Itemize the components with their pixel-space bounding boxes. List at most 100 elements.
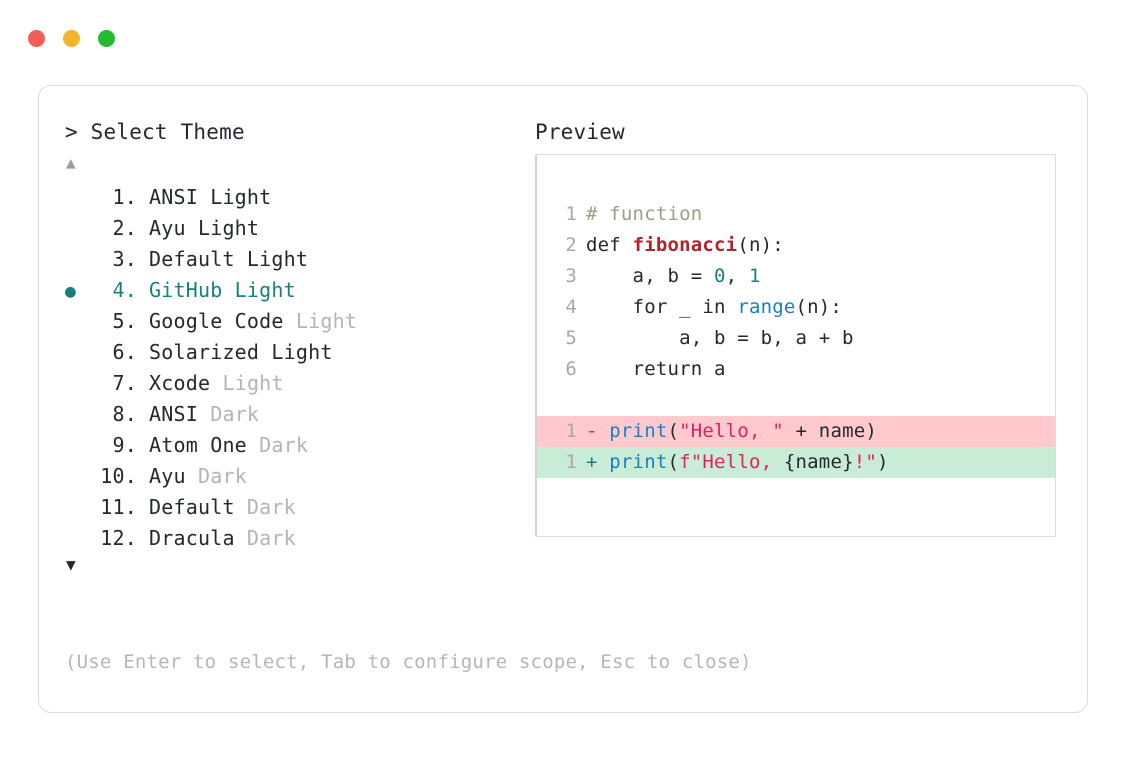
theme-item-variant: Dark (197, 402, 260, 426)
theme-item-index: 10. (100, 464, 137, 488)
code-token-plain: ( (667, 451, 680, 473)
window-titlebar (28, 30, 115, 47)
theme-item-index: 4. (112, 278, 137, 302)
code-token-plain: def (586, 234, 633, 256)
line-number: 5 (565, 327, 577, 349)
code-source: def fibonacci(n): (577, 230, 784, 261)
maximize-dot[interactable] (98, 30, 115, 47)
code-token-str: "Hello, " (679, 420, 784, 442)
line-number: 1 (565, 451, 577, 473)
theme-item-name: Google Code (149, 309, 284, 333)
theme-item-index: 8. (112, 402, 137, 426)
line-number: 1 (565, 420, 577, 442)
minimize-dot[interactable] (63, 30, 80, 47)
diff-sign-gap (598, 451, 610, 473)
theme-list-item[interactable]: 9.Atom One Dark (65, 430, 535, 461)
code-token-builtin: range (737, 296, 796, 318)
theme-item-name: Ayu Light (149, 216, 260, 240)
theme-item-index: 12. (100, 526, 137, 550)
theme-item-variant: Light (210, 371, 284, 395)
theme-item-name: Ayu (149, 464, 186, 488)
theme-list-item[interactable]: 10. Ayu Dark (65, 461, 535, 492)
theme-item-index: 5. (112, 309, 137, 333)
theme-list: 1. ANSI Light 2. Ayu Light 3. Default Light ● 4… (65, 182, 535, 554)
theme-list-item[interactable]: 12. Dracula Dark (65, 523, 535, 554)
line-number: 2 (565, 234, 577, 256)
code-token-plain: return a (586, 358, 726, 380)
code-token-str: f"Hello, (679, 451, 784, 473)
scroll-down-arrow[interactable]: ▼ (66, 555, 76, 574)
line-number: 4 (565, 296, 577, 318)
theme-item-name: ANSI (149, 402, 198, 426)
selected-bullet-icon: ● (65, 281, 76, 302)
code-token-plain: a, b = b, a + b (586, 327, 854, 349)
theme-list-item[interactable]: 1. ANSI Light (65, 182, 535, 213)
preview-label: Preview (535, 120, 625, 144)
theme-list-item[interactable]: 8. ANSI Dark (65, 399, 535, 430)
theme-item-name: Default (149, 495, 235, 519)
theme-item-variant: Dark (234, 526, 296, 550)
code-source: return a (577, 354, 726, 385)
code-line: 1 # function (537, 199, 1055, 230)
theme-item-variant: Dark (185, 464, 247, 488)
code-line: 5 a, b = b, a + b (537, 323, 1055, 354)
code-token-builtin: print (609, 451, 668, 473)
diff-sign-gap (598, 420, 610, 442)
diff-line-delete: 1- print("Hello, " + name) (537, 416, 1055, 447)
code-token-num: 0 (714, 265, 726, 287)
theme-item-name: Atom One (149, 433, 247, 457)
code-token-num: 1 (748, 265, 761, 287)
code-token-comment: # function (586, 203, 703, 225)
line-number: 6 (565, 358, 577, 380)
theme-item-variant: Light (283, 309, 358, 333)
code-line: 4 for _ in range(n): (537, 292, 1055, 323)
line-number: 1 (565, 203, 577, 225)
code-token-plain: (n): (737, 234, 784, 256)
code-source: + print(f"Hello, {name}!") (577, 447, 889, 478)
keyboard-hint: (Use Enter to select, Tab to configure s… (65, 651, 752, 673)
theme-item-variant: Dark (234, 495, 296, 519)
theme-item-name: Default Light (149, 247, 309, 271)
code-token-plain: {name} (783, 451, 854, 473)
theme-item-name: Xcode (149, 371, 211, 395)
theme-list-item[interactable]: 11. Default Dark (65, 492, 535, 523)
theme-item-index: 11. (100, 495, 137, 519)
theme-item-index: 1. (112, 185, 137, 209)
theme-item-index: 6. (112, 340, 137, 364)
code-source: for _ in range(n): (577, 292, 842, 323)
theme-item-name: ANSI Light (149, 185, 272, 209)
theme-list-item[interactable]: 5. Google Code Light (65, 306, 535, 337)
theme-item-index: 2. (112, 216, 137, 240)
theme-item-variant: Dark (246, 433, 309, 457)
code-source: - print("Hello, " + name) (577, 416, 877, 447)
theme-list-item[interactable]: 2. Ayu Light (65, 213, 535, 244)
code-source: a, b = b, a + b (577, 323, 854, 354)
diff-sign: - (586, 420, 598, 442)
line-number: 3 (565, 265, 577, 287)
close-dot[interactable] (28, 30, 45, 47)
code-line: 6 return a (537, 354, 1055, 385)
theme-list-item[interactable]: ● 4. GitHub Light (65, 275, 535, 306)
theme-list-item[interactable]: 6. Solarized Light (65, 337, 535, 368)
scroll-up-arrow[interactable]: ▲ (66, 153, 76, 172)
theme-list-item[interactable]: 7.Xcode Light (65, 368, 535, 399)
theme-item-name: Solarized Light (149, 340, 333, 364)
code-token-plain: ) (877, 451, 889, 473)
theme-item-index: 3. (112, 247, 137, 271)
code-line: 3 a, b = 0, 1 (537, 261, 1055, 292)
theme-item-name: GitHub Light (149, 278, 296, 302)
code-token-func: fibonacci (632, 234, 738, 256)
theme-list-item[interactable]: 3. Default Light (65, 244, 535, 275)
diff-line-add: 1+ print(f"Hello, {name}!") (537, 447, 1055, 478)
theme-item-name: Dracula (149, 526, 235, 550)
code-token-builtin: print (609, 420, 668, 442)
code-token-plain: ( (667, 420, 680, 442)
code-source: # function (577, 199, 702, 230)
code-source: a, b = 0, 1 (577, 261, 761, 292)
